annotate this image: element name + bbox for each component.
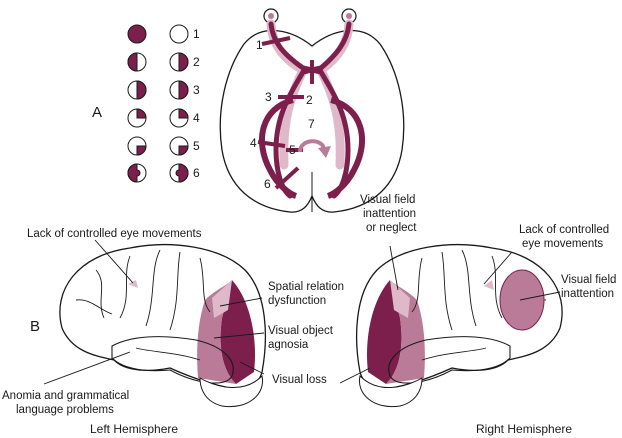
lesion-number-1: 1 <box>256 38 263 52</box>
lesion-number-5: 5 <box>289 143 296 157</box>
label-anomia-1: Anomia and grammatical <box>2 390 129 402</box>
left-cerebellum <box>199 375 264 408</box>
ventral-brain-diagram: 1 2 3 4 5 6 7 <box>219 8 405 213</box>
right-frontal-eye-field <box>484 280 494 290</box>
field-number-2: 2 <box>193 55 200 69</box>
lesion-number-labels: 1 2 3 4 5 6 7 <box>250 38 315 191</box>
lesion-number-4: 4 <box>250 136 257 150</box>
label-neglect-3: or neglect <box>366 222 417 234</box>
field-row-6 <box>127 163 189 183</box>
lesion-bar-6 <box>274 166 300 190</box>
right-eye-pupil <box>346 13 352 19</box>
field-row-3 <box>127 80 189 100</box>
right-neglect-region <box>390 280 410 318</box>
field-row-1 <box>127 24 189 44</box>
label-lack-eye-movements-left: Lack of controlled eye movements <box>27 228 202 240</box>
field-number-1: 1 <box>193 27 200 41</box>
label-neglect-2: inattention <box>363 208 416 220</box>
label-spatial-relation-2: dysfunction <box>268 295 326 307</box>
right-optic-radiation <box>326 97 365 199</box>
field-row-5 <box>127 136 189 156</box>
left-leader-lines <box>43 239 265 385</box>
lesion-number-2: 2 <box>306 93 313 107</box>
right-cerebellum <box>358 375 423 408</box>
label-lack-eye-movements-right-1: Lack of controlled <box>519 224 609 236</box>
label-field-inattention-1: Visual field <box>561 274 616 286</box>
visual-field-deficit-chart <box>127 24 189 183</box>
left-hemisphere-labels: Lack of controlled eye movements Spatial… <box>2 228 344 416</box>
label-anomia-2: language problems <box>16 404 114 416</box>
right-hemisphere-labels: Visual field inattention or neglect Lack… <box>360 194 616 300</box>
field-row-4 <box>127 108 189 128</box>
field-number-column: 1 2 3 4 5 6 <box>193 27 200 180</box>
lesion-number-3: 3 <box>265 90 272 104</box>
field-number-5: 5 <box>193 139 200 153</box>
right-temporal-lobe <box>388 336 511 384</box>
left-temporal-lobe <box>111 336 234 384</box>
label-neglect-1: Visual field <box>360 194 415 206</box>
lesion-bar-1 <box>261 36 291 46</box>
field-row-2 <box>127 52 189 72</box>
lesion-number-7: 7 <box>308 117 315 131</box>
panel-label-b: B <box>30 318 40 335</box>
caption-left-hemisphere: Left Hemisphere <box>90 422 178 436</box>
lesion-arrow-7-head <box>318 146 331 158</box>
right-leader-lines <box>339 245 561 384</box>
panel-label-a: A <box>92 104 102 121</box>
left-frontal-eye-field <box>128 280 138 288</box>
label-visual-object-1: Visual object <box>268 325 334 337</box>
left-optic-radiation <box>259 97 298 199</box>
label-spatial-relation-1: Spatial relation <box>268 281 344 293</box>
field-number-6: 6 <box>193 166 200 180</box>
field-number-3: 3 <box>193 83 200 97</box>
label-lack-eye-movements-right-2: eye movements <box>522 238 603 250</box>
left-hemisphere-diagram: Lack of controlled eye movements Spatial… <box>2 228 344 436</box>
left-gyri-lines <box>75 249 211 361</box>
lesion-bar-4 <box>257 140 286 148</box>
field-number-4: 4 <box>193 111 200 125</box>
lesion-number-6: 6 <box>264 177 271 191</box>
right-hemisphere-diagram: Visual field inattention or neglect Lack… <box>339 194 616 436</box>
label-field-inattention-2: inattention <box>561 288 614 300</box>
left-spatial-region <box>212 280 232 318</box>
caption-right-hemisphere: Right Hemisphere <box>476 422 572 436</box>
label-visual-loss: Visual loss <box>272 374 327 386</box>
label-visual-object-2: agnosia <box>268 339 309 351</box>
left-eye-pupil <box>268 13 274 19</box>
